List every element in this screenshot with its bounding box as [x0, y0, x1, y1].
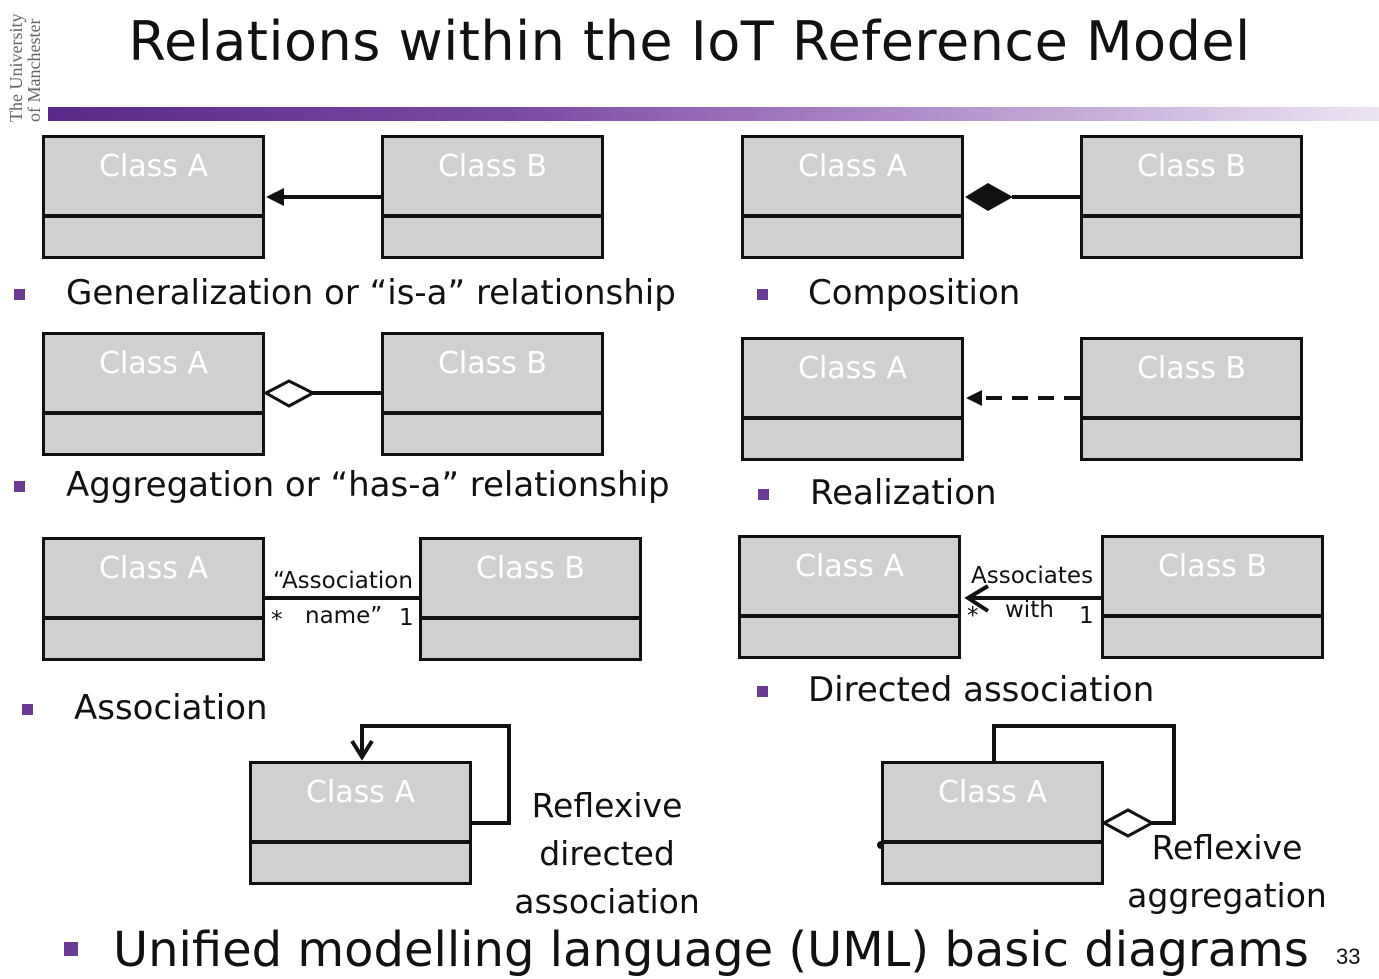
generalization-class-a: Class A: [42, 135, 265, 259]
reflexive-aggregation-diamond: [1100, 808, 1156, 838]
association-multiplicity-many: *: [271, 607, 283, 633]
class-name: Class A: [884, 764, 1101, 844]
class-name: Class B: [384, 138, 601, 218]
association-multiplicity-one: 1: [399, 605, 414, 631]
reflexive-aggregation-label: Reflexive aggregation: [1117, 824, 1337, 920]
bullet-icon: [22, 704, 33, 715]
reflexive-directed-line-3: association: [514, 882, 700, 921]
realization-arrowhead: [966, 390, 982, 406]
class-name: Class A: [741, 538, 958, 618]
class-name: Class A: [252, 764, 469, 844]
generalization-arrowhead: [266, 188, 284, 206]
aggregation-class-a: Class A: [42, 332, 265, 456]
reflexive-aggregation-class-a: Class A: [881, 761, 1104, 885]
directed-association-multiplicity-many: *: [967, 603, 979, 629]
directed-association-multiplicity-one: 1: [1079, 603, 1094, 629]
class-name: Class B: [1104, 538, 1321, 618]
directed-association-class-b: Class B: [1101, 535, 1324, 659]
class-name: Class A: [744, 138, 961, 218]
class-name: Class A: [744, 340, 961, 420]
logo-text-line-1: The University: [6, 14, 26, 122]
aggregation-diamond: [262, 379, 317, 408]
realization-class-a: Class A: [741, 337, 964, 461]
class-name: Class A: [45, 540, 262, 620]
university-logo: The University of Manchester: [6, 14, 44, 122]
aggregation-class-b: Class B: [381, 332, 604, 456]
composition-class-b: Class B: [1080, 135, 1303, 259]
association-class-a: Class A: [42, 537, 265, 661]
class-name: Class B: [384, 335, 601, 415]
reflexive-directed-label: Reflexive directed association: [497, 782, 717, 926]
directed-association-name-line-1: Associates: [971, 563, 1094, 589]
realization-label: Realization: [810, 473, 997, 513]
bullet-icon: [14, 289, 25, 300]
directed-association-name-line-2: with: [1005, 597, 1054, 623]
association-label: Association: [74, 688, 268, 728]
logo-text-line-2: of Manchester: [24, 19, 44, 122]
reflexive-aggregation-loop: [992, 724, 1176, 825]
reflexive-aggregation-line-2: aggregation: [1127, 876, 1327, 915]
directed-association-label: Directed association: [808, 670, 1155, 710]
directed-association-class-a: Class A: [738, 535, 961, 659]
class-name: Class B: [1083, 138, 1300, 218]
slide-title: Relations within the IoT Reference Model: [128, 10, 1251, 73]
generalization-label: Generalization or “is-a” relationship: [66, 273, 676, 313]
bullet-icon: [757, 686, 768, 697]
reflexive-directed-line-1: Reflexive: [531, 786, 683, 825]
reflexive-aggregation-line-1: Reflexive: [1151, 828, 1303, 867]
page-number: 33: [1336, 944, 1361, 969]
class-name: Class B: [1083, 340, 1300, 420]
composition-label: Composition: [808, 273, 1021, 313]
directed-association-arrowhead: [964, 584, 990, 613]
composition-diamond: [965, 183, 1013, 211]
association-name-line-2: name”: [305, 603, 383, 629]
association-name-line-1: “Association: [273, 568, 413, 594]
bullet-icon: [757, 289, 768, 300]
title-underline-bar: [48, 107, 1379, 121]
class-name: Class A: [45, 335, 262, 415]
generalization-class-b: Class B: [381, 135, 604, 259]
footer-text: Unified modelling language (UML) basic d…: [113, 922, 1309, 978]
composition-class-a: Class A: [741, 135, 964, 259]
bullet-icon: [64, 942, 78, 956]
class-name: Class A: [45, 138, 262, 218]
realization-class-b: Class B: [1080, 337, 1303, 461]
class-name: Class B: [422, 540, 639, 620]
association-class-b: Class B: [419, 537, 642, 661]
bullet-icon: [758, 489, 769, 500]
bullet-icon: [14, 481, 25, 492]
reflexive-directed-class-a: Class A: [249, 761, 472, 885]
reflexive-directed-arrowhead: [350, 739, 374, 761]
reflexive-directed-line-2: directed: [539, 834, 675, 873]
reflexive-directed-loop: [360, 724, 511, 825]
aggregation-label: Aggregation or “has-a” relationship: [66, 465, 670, 505]
